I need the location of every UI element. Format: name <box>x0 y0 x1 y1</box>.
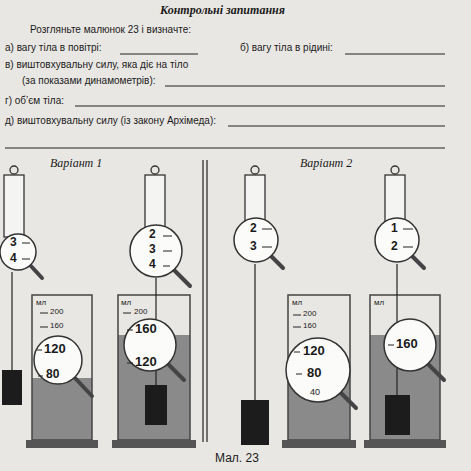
question-text: Варіант 2 <box>300 157 352 171</box>
title: Контрольні запитання <box>160 4 285 18</box>
scale-number: 2 <box>250 222 257 236</box>
scale-ticks <box>22 229 413 376</box>
scale-number: 3 <box>149 243 156 257</box>
scale-number: 120 <box>135 355 157 370</box>
scale-number: 200 <box>134 307 147 316</box>
divider <box>203 160 207 442</box>
scale-number: 3 <box>250 240 257 254</box>
question-text: б) вагу тіла в рідині: <box>240 42 333 54</box>
question-text: г) об’єм тіла: <box>5 95 64 107</box>
scale-number: 3 <box>10 236 17 250</box>
scale-number: 120 <box>303 344 325 359</box>
scale-number: 160 <box>135 322 157 337</box>
scale-number: мл <box>292 298 302 307</box>
scale-number: 120 <box>44 342 66 357</box>
scale-number: 80 <box>307 366 321 381</box>
scale-number: 4 <box>149 258 156 272</box>
scale-number: 1 <box>391 222 398 236</box>
measuring-cylinders <box>26 295 446 448</box>
question-text: а) вагу тіла в повітрі: <box>5 42 102 54</box>
scale-number: 160 <box>303 321 316 330</box>
scale-number: 40 <box>310 387 320 397</box>
scale-number: 4 <box>10 252 17 266</box>
magnifier-lenses <box>0 218 436 402</box>
scale-number: 160 <box>396 337 418 352</box>
answer-lines <box>5 54 445 148</box>
magnifier-handles <box>30 256 444 408</box>
scale-number: 160 <box>50 321 63 330</box>
scale-number: 80 <box>46 368 59 382</box>
dynamometers <box>4 166 405 237</box>
question-text: Варіант 1 <box>50 157 102 171</box>
question-text: д) виштовхувальну силу (із закону Архіме… <box>5 115 216 127</box>
scale-number: 2 <box>149 228 156 242</box>
scale-number: 200 <box>50 307 63 316</box>
scale-number: мл <box>121 298 131 307</box>
question-text: в) виштовхувальну силу, яка діє на тіло <box>5 59 188 71</box>
question-text: Розгляньте малюнок 23 і визначте: <box>30 24 191 36</box>
scale-number: 200 <box>303 309 316 318</box>
figure-caption: Мал. 23 <box>215 452 259 466</box>
scale-number: мл <box>374 298 384 307</box>
question-text: (за показами динамометрів): <box>22 75 156 87</box>
scale-number: 2 <box>391 240 398 254</box>
scale-number: мл <box>36 298 46 307</box>
